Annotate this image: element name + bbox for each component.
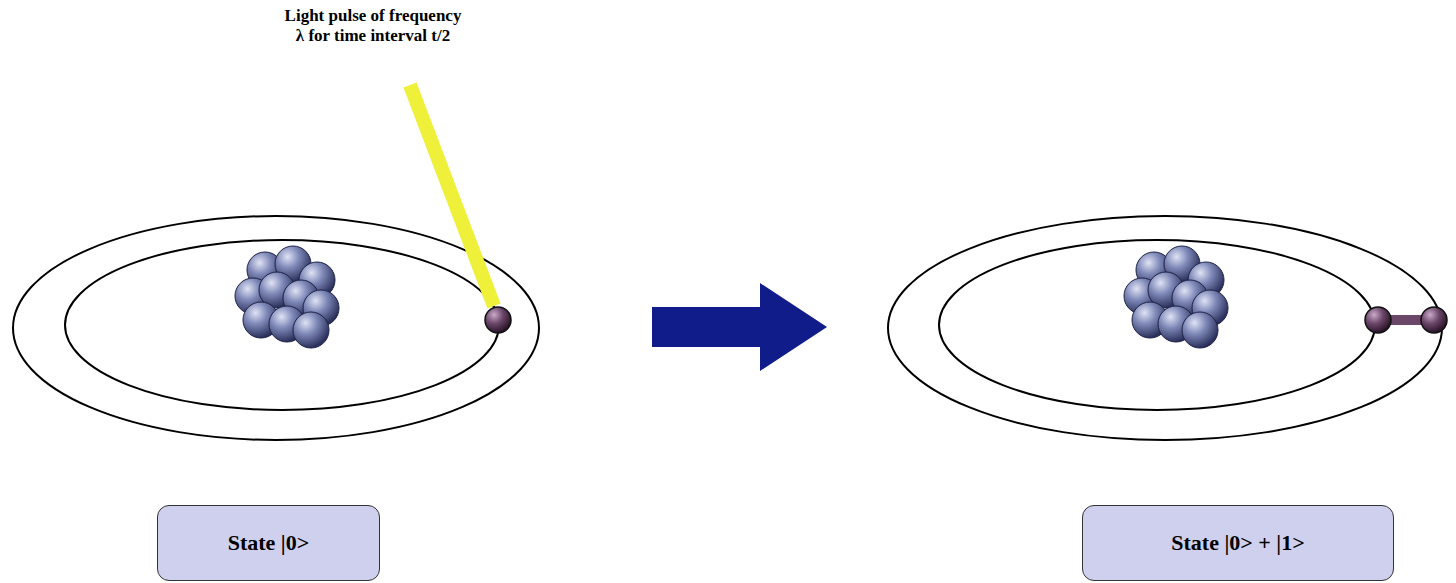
pulse-label: Light pulse of frequency λ for time inte… (283, 6, 463, 46)
state-box: State |0> + |1> (1082, 505, 1394, 581)
state-box: State |0> (157, 505, 380, 581)
state-label: State |0> (228, 530, 310, 556)
state-label: State |0> + |1> (1171, 530, 1304, 556)
